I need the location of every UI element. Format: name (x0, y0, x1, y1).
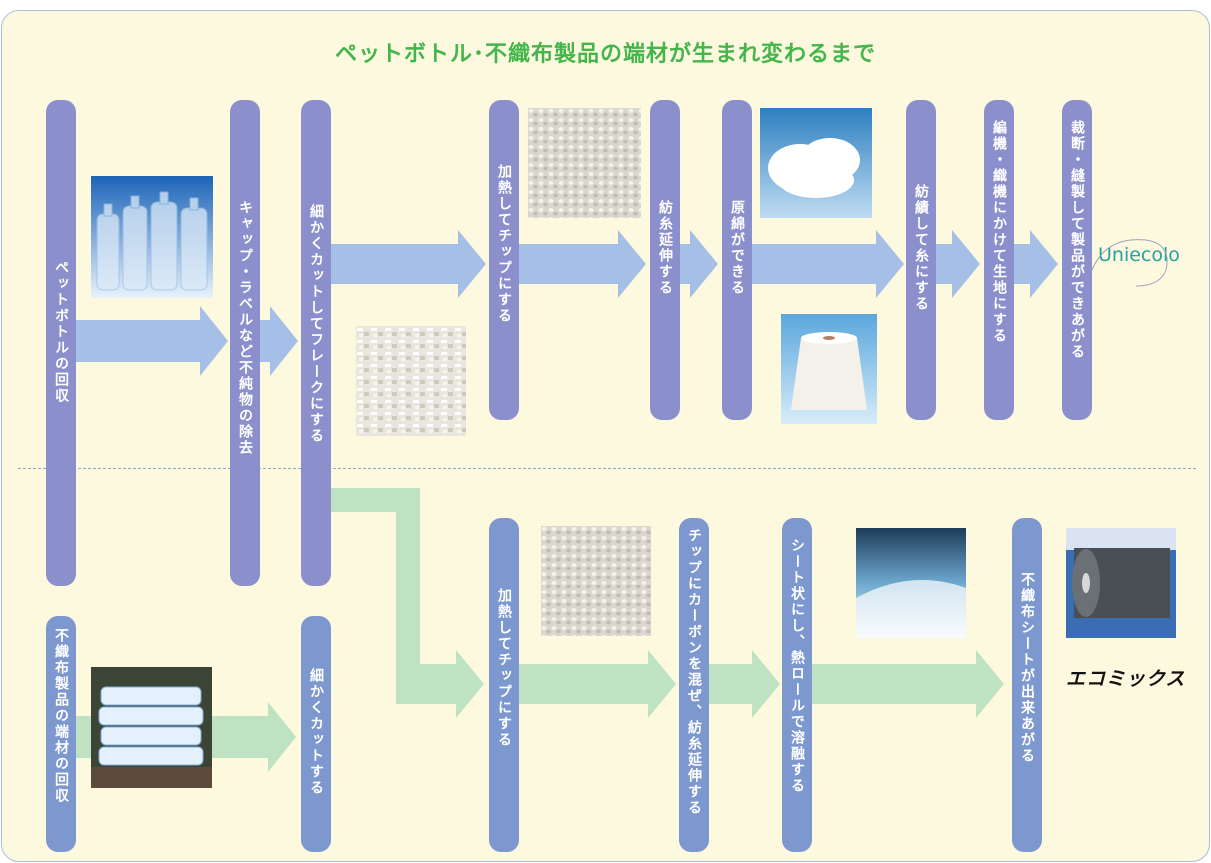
step-knitting: 編機・織機にかけて生地にする (984, 100, 1014, 420)
logo-swoosh-icon (1091, 239, 1168, 287)
step-cut: 細かくカットする (301, 616, 331, 852)
step-heat-roll: シート状にし、熱ロールで溶融する (782, 518, 812, 852)
step-sheet-done: 不織布シートが出来あがる (1012, 518, 1042, 852)
bottom-arrow-4 (810, 650, 1004, 718)
pet-bottles-image (91, 176, 213, 298)
step-label: 細かくカットしてフレークにする (308, 204, 324, 444)
raw-cotton-image (760, 108, 872, 218)
step-label: 不織布製品の端材の回収 (53, 628, 69, 804)
step-label: シート状にし、熱ロールで溶融する (789, 538, 805, 794)
section-divider (18, 468, 1196, 469)
step-label: 細かくカットする (308, 668, 324, 796)
uniecolo-logo-text: Uniecolo (1098, 244, 1180, 266)
step-label: 紡糸延伸する (657, 200, 673, 296)
diagram-title: ペットボトル･不織布製品の端材が生まれ変わるまで (334, 42, 876, 67)
step-label: 加熱してチップにする (496, 588, 512, 748)
step-label: 原綿ができる (729, 200, 745, 296)
step-flake: 細かくカットしてフレークにする (301, 100, 331, 586)
top-arrow-6 (750, 230, 904, 298)
bottom-arrow-2 (518, 650, 676, 718)
yarn-cone-image (781, 314, 877, 424)
chip-image-bottom (541, 526, 651, 636)
ecomix-logo: エコミックス (1066, 668, 1186, 690)
step-label: 不織布シートが出来あがる (1019, 572, 1035, 764)
top-arrow-7 (934, 230, 980, 298)
step-label: チップにカーボンを混ぜ、紡糸延伸する (686, 528, 702, 816)
step-label: 紡績して糸にする (913, 184, 929, 312)
uniecolo-logo: Uniecolo (1091, 239, 1180, 287)
step-label: ペットボトルの回収 (53, 260, 69, 404)
bottom-arrow-3 (708, 650, 780, 718)
step-label: キャップ・ラベルなど不純物の除去 (237, 200, 253, 456)
scrap-image (91, 667, 212, 788)
step-spin-draw: 紡糸延伸する (650, 100, 680, 420)
step-label: 加熱してチップにする (496, 164, 512, 324)
step-carbon-spin: チップにカーボンを混ぜ、紡糸延伸する (679, 518, 709, 852)
step-scrap-collection: 不織布製品の端材の回収 (46, 616, 76, 852)
top-arrow-3 (328, 230, 486, 298)
top-arrow-4 (516, 230, 646, 298)
step-chip-top: 加熱してチップにする (489, 100, 519, 420)
step-bottle-collection: ペットボトルの回収 (46, 100, 76, 586)
chip-image-top (528, 108, 641, 218)
top-arrow-1 (74, 306, 228, 376)
step-spinning-yarn: 紡績して糸にする (906, 100, 936, 420)
step-raw-cotton: 原綿ができる (722, 100, 752, 420)
step-remove-impurities: キャップ・ラベルなど不純物の除去 (230, 100, 260, 586)
bottom-merge-arrow (328, 488, 484, 718)
step-label: 裁断・縫製して製品ができあがる (1069, 120, 1085, 360)
top-arrow-2 (256, 306, 298, 376)
top-arrow-5 (678, 230, 718, 298)
nonwoven-roll-image (1066, 528, 1176, 638)
heat-roll-image (856, 528, 966, 638)
step-label: 編機・織機にかけて生地にする (991, 120, 1007, 344)
top-arrow-8 (1012, 230, 1058, 298)
step-chip-bottom: 加熱してチップにする (489, 518, 519, 852)
flake-image (356, 326, 466, 436)
step-sewing: 裁断・縫製して製品ができあがる (1062, 100, 1092, 420)
